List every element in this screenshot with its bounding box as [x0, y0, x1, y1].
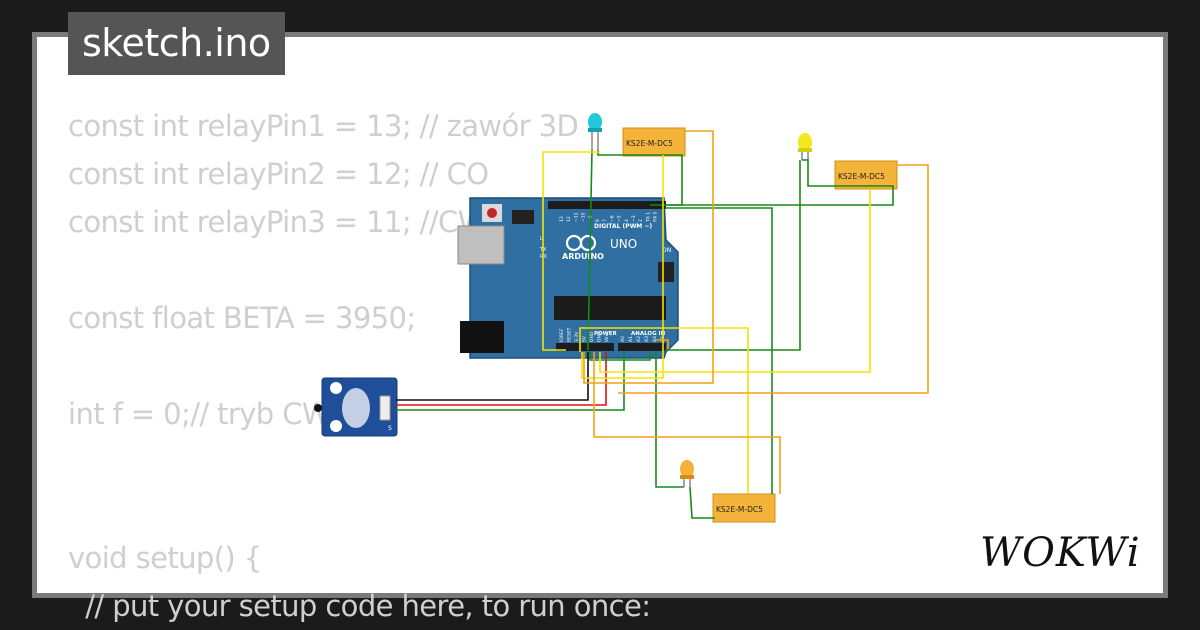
digital-label: DIGITAL (PWM ~) [594, 223, 652, 230]
code-line: void setup() { [68, 541, 262, 575]
pin-label: Vin [604, 335, 610, 342]
pin-label: A1 [628, 336, 634, 342]
wires [396, 130, 929, 519]
pin-label: 5V [582, 335, 588, 342]
analog-header [618, 343, 666, 351]
relay-label: KS2E-M-DC5 [716, 505, 763, 514]
pin-label: GND [597, 331, 603, 342]
code-preview: const int relayPin1 = 13; // zawór 3D con… [68, 102, 651, 630]
logo-text: WOKWi [980, 530, 1141, 576]
pin-label: A4 [652, 336, 658, 342]
pin-label: ~11 [573, 212, 579, 222]
digital-header [548, 201, 666, 209]
pin-label: ~5 [617, 215, 623, 222]
icsp-header-2 [658, 262, 674, 282]
pin-label: 12 [566, 216, 572, 222]
pin-label: 8 [595, 219, 601, 222]
board-model: UNO [610, 237, 637, 251]
on-label: ON [662, 247, 671, 254]
pin-label: A3 [644, 336, 650, 342]
board-brand: ARDUINO [562, 252, 604, 261]
pin-label: 7 [602, 219, 608, 222]
pin-label: A2 [636, 336, 642, 342]
relay-label: KS2E-M-DC5 [838, 172, 885, 181]
led-orange[interactable] [680, 460, 694, 487]
pin-label: 2 [638, 219, 644, 222]
ntc-temperature-sensor[interactable]: S [314, 377, 398, 437]
pin-label: IOREF [559, 328, 565, 342]
pin-label: RESET [567, 327, 573, 342]
pin-label: ~3 [631, 215, 637, 222]
code-line: const float BETA = 3950; [68, 301, 416, 335]
power-jack [460, 321, 504, 353]
pin-label: RX 0 [653, 211, 659, 222]
pin-label: ~6 [609, 215, 615, 222]
analog-label: ANALOG IN [631, 331, 666, 337]
pin-label: A0 [620, 336, 626, 342]
led-cyan[interactable] [588, 113, 602, 150]
led-yellow[interactable] [798, 133, 812, 160]
wokwi-logo-icon: WOKWi [980, 530, 1141, 576]
relay-module-2[interactable]: KS2E-M-DC5 [834, 160, 898, 190]
icsp-header [512, 210, 534, 224]
pin-label: TX 1 [645, 212, 651, 223]
pin-label: 3.3V [574, 331, 580, 342]
pin-label: GND [589, 331, 595, 342]
pin-label: 13 [559, 216, 565, 222]
power-label: POWER [594, 331, 618, 337]
power-header [556, 343, 614, 351]
arduino-logo-icon [565, 234, 597, 252]
arduino-uno-board[interactable]: ARDUINO UNO DIGITAL (PWM ~) ANALOG IN PO… [457, 197, 679, 359]
pin-label: 4 [624, 219, 630, 222]
sensor-pin-label: S [388, 425, 392, 432]
mcu-chip [554, 296, 666, 320]
code-line: const int relayPin2 = 12; // CO [68, 157, 489, 191]
code-line: const int relayPin3 = 11; //CWU [68, 205, 507, 239]
l-label: L [540, 236, 543, 242]
relay-label: KS2E-M-DC5 [626, 139, 673, 148]
relay-module-3[interactable]: KS2E-M-DC5 [712, 493, 776, 523]
pin-label: ~10 [581, 212, 587, 222]
code-line: // put your setup code here, to run once… [68, 589, 651, 623]
relay-module-1[interactable]: KS2E-M-DC5 [622, 127, 686, 157]
file-name-tab: sketch.ino [68, 12, 285, 75]
code-line: const int relayPin1 = 13; // zawór 3D [68, 109, 579, 143]
usb-port [457, 225, 505, 265]
